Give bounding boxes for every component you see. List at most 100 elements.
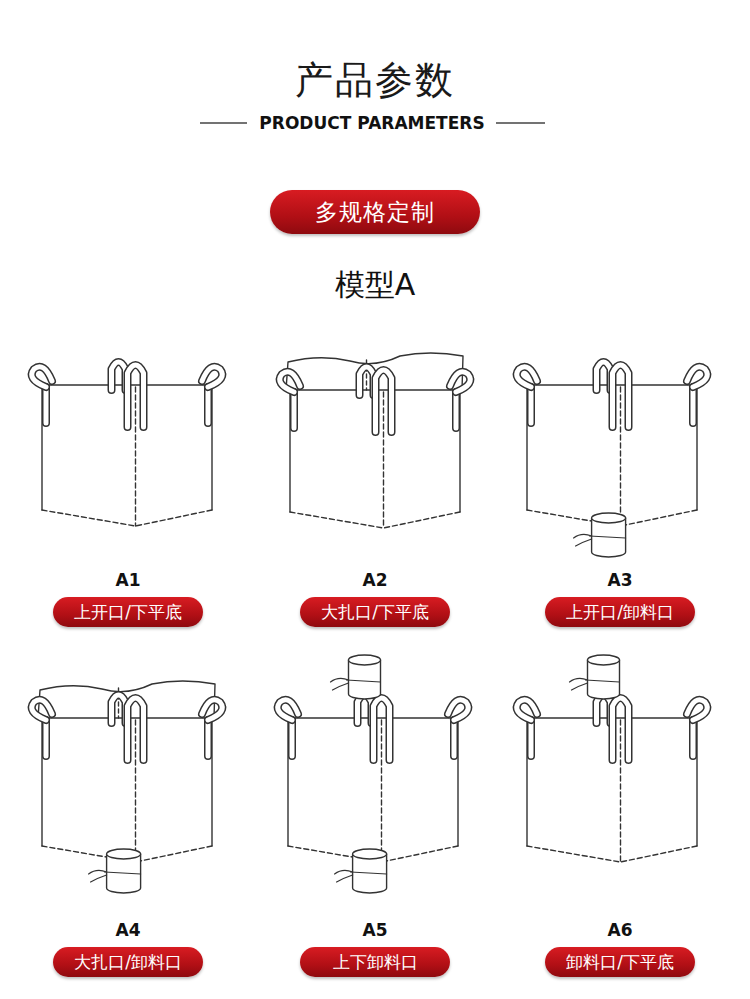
lifting-loop [687, 700, 707, 720]
side-strap [689, 720, 697, 756]
caption-text: 大扎口/卸料口 [74, 951, 182, 974]
model-code: A5 [363, 920, 388, 940]
lifting-loop [613, 365, 629, 427]
lifting-loop [278, 700, 298, 720]
lifting-loop [112, 695, 126, 723]
lifting-loop [360, 367, 374, 395]
lifting-loop [517, 700, 537, 720]
model-code: A2 [363, 570, 388, 590]
side-strap [204, 720, 212, 756]
lifting-loop [517, 367, 537, 387]
side-strap [42, 720, 50, 756]
banner-text: 多规格定制 [315, 197, 435, 228]
spout-tie [331, 678, 349, 682]
side-strap [452, 720, 457, 756]
title-rule [496, 122, 545, 124]
spout-tie [347, 680, 381, 682]
bag-bottom [288, 846, 458, 862]
lifting-loop [112, 362, 126, 390]
lifting-loop [374, 698, 390, 760]
side-strap [527, 387, 535, 423]
bag-bottom [527, 510, 697, 526]
side-strap [454, 392, 459, 428]
lifting-loop [280, 372, 300, 392]
side-strap [290, 392, 298, 428]
lifting-loop [374, 698, 390, 760]
bag-edge-hidden [135, 387, 136, 526]
top-spout [349, 655, 381, 665]
model-code: A4 [116, 920, 141, 940]
lifting-loop [448, 700, 468, 720]
spout-tie [570, 678, 588, 682]
side-strap [691, 720, 696, 756]
caption-pill: 上开口/下平底 [53, 597, 203, 627]
spout-tie [89, 870, 107, 874]
lifting-loop [450, 372, 470, 392]
top-spout [588, 655, 620, 665]
bag-edge-hidden [135, 720, 136, 862]
lifting-loop [278, 700, 298, 720]
side-strap [204, 387, 212, 423]
caption-text: 上开口/下平底 [74, 601, 182, 624]
side-strap [527, 720, 535, 756]
model-code: A1 [116, 570, 141, 590]
side-strap [42, 387, 50, 423]
lifting-loop [112, 695, 126, 723]
lifting-loop [280, 372, 300, 392]
lifting-loop [202, 700, 222, 720]
caption-text: 上开口/卸料口 [566, 601, 674, 624]
bag-edge-hidden [383, 392, 384, 528]
lifting-loop [32, 700, 52, 720]
side-strap [691, 387, 696, 423]
lifting-loop [517, 700, 537, 720]
lifting-loop [450, 372, 470, 392]
discharge-spout [353, 849, 387, 859]
side-strap [292, 392, 297, 428]
lifting-loop [32, 367, 52, 387]
title-rule [200, 122, 247, 124]
lifting-loop [32, 700, 52, 720]
lifting-loop [687, 367, 707, 387]
lifting-loop [597, 362, 611, 390]
lifting-loop [112, 362, 126, 390]
side-strap [44, 387, 49, 423]
discharge-spout [592, 513, 626, 523]
banner-pill: 多规格定制 [270, 190, 480, 234]
lifting-loop [128, 365, 144, 427]
spout-tie [333, 683, 349, 690]
spout-tie [105, 872, 141, 874]
lifting-loop [687, 700, 707, 720]
discharge-spout [107, 849, 141, 859]
lifting-loop [613, 365, 629, 427]
lifting-loop [613, 698, 629, 760]
side-strap [452, 392, 460, 428]
side-strap [529, 720, 534, 756]
spout-tie [574, 534, 592, 538]
side-strap [44, 720, 49, 756]
model-heading: 模型A [335, 265, 416, 306]
caption-pill: 大扎口/下平底 [300, 597, 450, 627]
lifting-loop [448, 700, 468, 720]
caption-text: 上下卸料口 [333, 951, 418, 974]
bag-bottom [42, 510, 212, 526]
bag-drawings [32, 353, 708, 893]
caption-pill: 大扎口/卸料口 [53, 947, 203, 977]
bag-edge-hidden [381, 720, 382, 862]
side-strap [288, 720, 296, 756]
lifting-loop [128, 698, 144, 760]
side-strap [689, 387, 697, 423]
lifting-loop [202, 367, 222, 387]
lifting-loop [32, 367, 52, 387]
lifting-loop [517, 367, 537, 387]
spout-tie [337, 875, 353, 882]
caption-text: 大扎口/下平底 [321, 601, 429, 624]
lifting-loop [613, 698, 629, 760]
bag-bottom [290, 512, 460, 528]
spout-tie [576, 539, 592, 546]
top-spout [349, 660, 381, 699]
page-title: 产品参数 [295, 55, 455, 106]
spout-tie [572, 683, 588, 690]
side-strap [529, 387, 534, 423]
spout-tie [335, 870, 353, 874]
spout-tie [586, 680, 620, 682]
